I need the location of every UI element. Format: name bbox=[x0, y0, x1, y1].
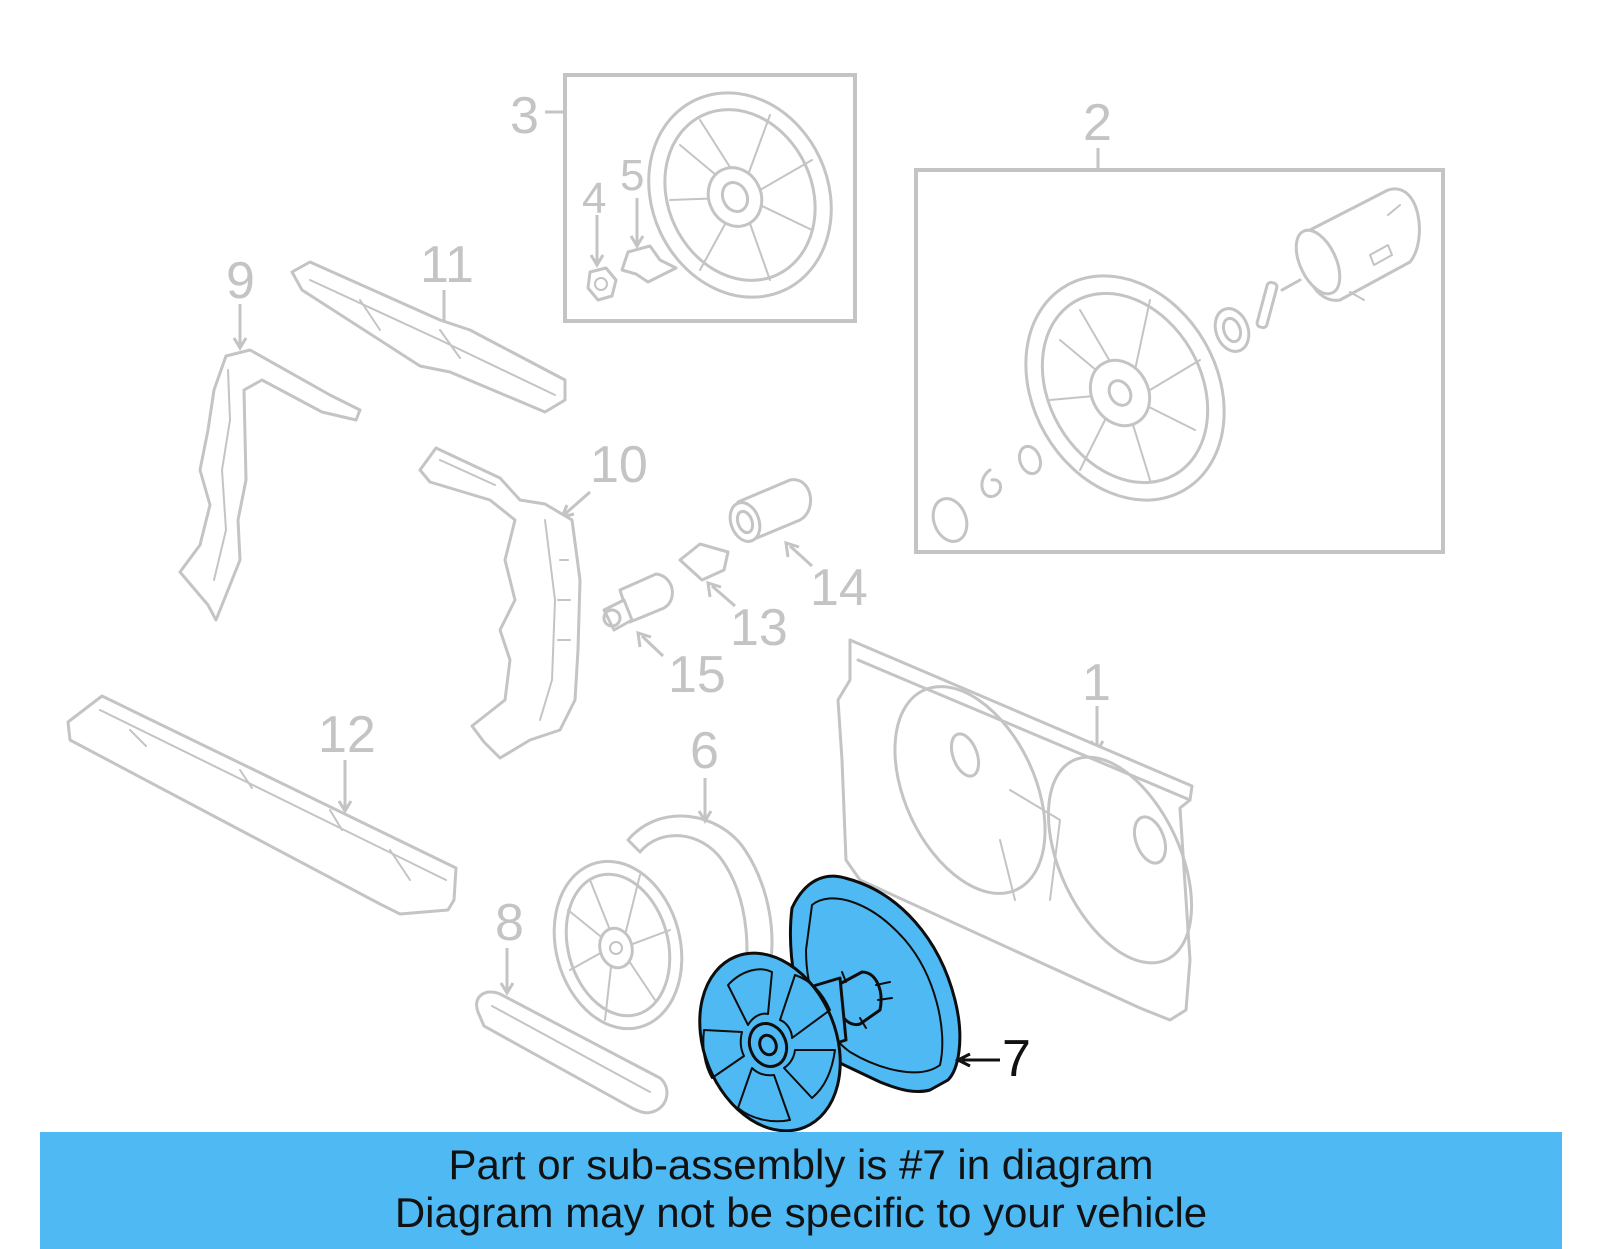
part-14-group: 14 bbox=[728, 478, 868, 617]
part-3-group: 3 4 5 bbox=[510, 73, 857, 323]
callout-5: 5 bbox=[620, 151, 644, 200]
callout-12: 12 bbox=[318, 706, 376, 764]
part-12-tie-bar bbox=[66, 694, 458, 916]
part-2-group: 2 bbox=[914, 94, 1445, 554]
part-6-group: 6 bbox=[552, 722, 774, 1031]
part-9-deflector bbox=[178, 348, 362, 622]
callout-7: 7 bbox=[1002, 1030, 1031, 1088]
callout-9: 9 bbox=[226, 252, 255, 310]
callout-10: 10 bbox=[590, 436, 648, 494]
leader-15 bbox=[640, 634, 665, 658]
callout-2: 2 bbox=[1083, 94, 1112, 152]
part-4-nut bbox=[586, 266, 618, 302]
part-12-group: 12 bbox=[66, 694, 458, 916]
callout-3: 3 bbox=[510, 87, 539, 145]
callout-4: 4 bbox=[582, 174, 606, 223]
part-13-connector bbox=[678, 542, 730, 582]
callout-1: 1 bbox=[1082, 654, 1111, 712]
part-10-bracket bbox=[418, 446, 582, 760]
part-1-shroud bbox=[836, 638, 1194, 1022]
leader-14 bbox=[788, 544, 814, 568]
info-banner: Part or sub-assembly is #7 in diagram Di… bbox=[40, 1132, 1562, 1249]
part-9-group: 9 bbox=[178, 252, 362, 622]
callout-15: 15 bbox=[668, 646, 726, 704]
callout-11: 11 bbox=[420, 236, 474, 294]
leader-13 bbox=[711, 584, 736, 608]
part-2-oring bbox=[931, 497, 969, 543]
callout-6: 6 bbox=[690, 722, 719, 780]
banner-line-2: Diagram may not be specific to your vehi… bbox=[394, 1189, 1208, 1236]
part-11-group: 11 bbox=[290, 236, 567, 414]
leader-10 bbox=[564, 490, 591, 516]
callout-13: 13 bbox=[730, 599, 788, 657]
part-10-group: 10 bbox=[418, 436, 648, 760]
part-13-group: 13 bbox=[678, 542, 788, 657]
part-15-group: 15 bbox=[602, 572, 726, 704]
part-7-group: 7 bbox=[698, 874, 1031, 1133]
part-1-group: 1 bbox=[836, 638, 1194, 1022]
banner-line-1: Part or sub-assembly is #7 in diagram bbox=[448, 1141, 1154, 1188]
part-5-clip bbox=[620, 244, 678, 284]
part-8-group: 8 bbox=[475, 894, 669, 1115]
callout-8: 8 bbox=[495, 894, 524, 952]
part-15-switch bbox=[618, 572, 674, 624]
callout-14: 14 bbox=[810, 559, 868, 617]
part-3-frame bbox=[563, 73, 857, 323]
part-8-seal bbox=[475, 990, 669, 1115]
part-2-frame bbox=[914, 168, 1445, 554]
